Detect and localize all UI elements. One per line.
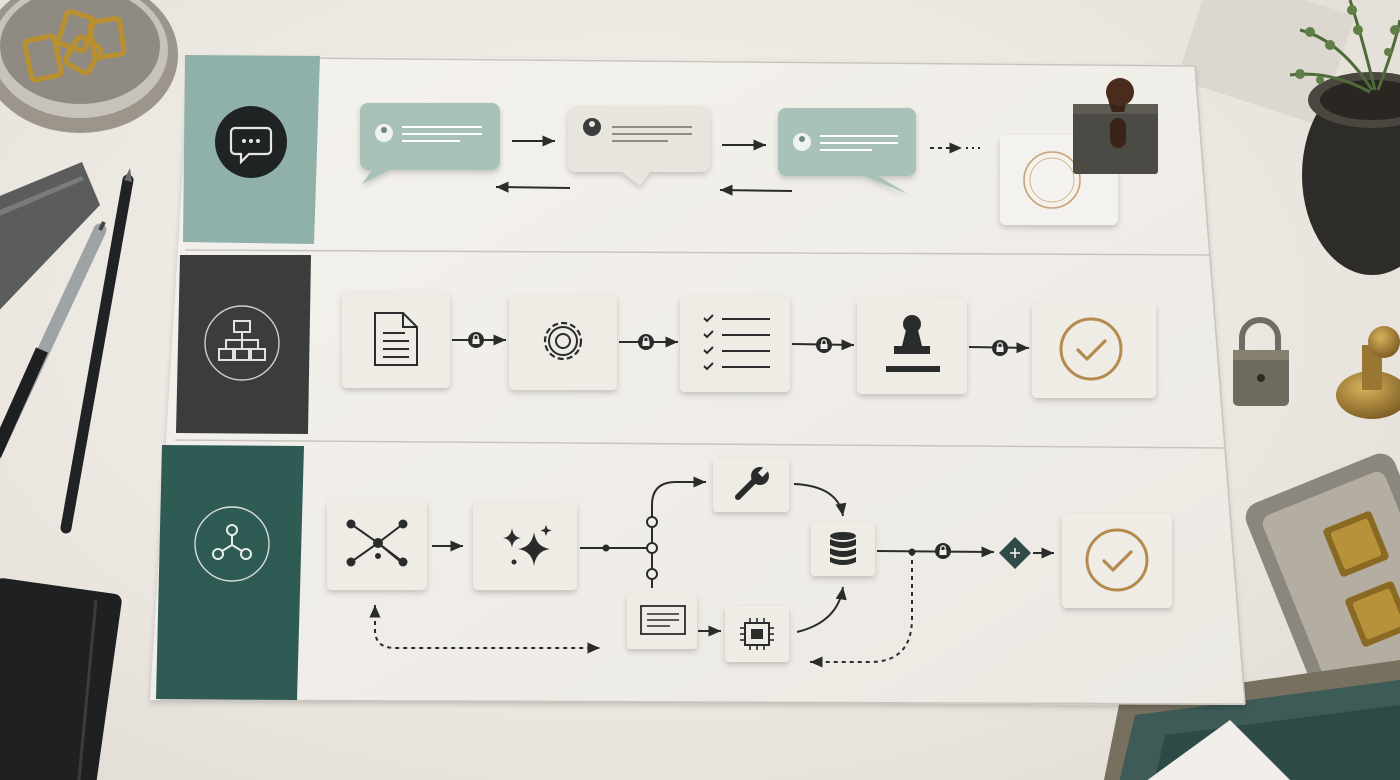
graph-icon[interactable] bbox=[327, 500, 427, 590]
check-circle-icon[interactable] bbox=[1062, 514, 1172, 608]
junction-dots bbox=[602, 516, 916, 580]
padlock bbox=[1233, 317, 1289, 406]
network-icon[interactable] bbox=[194, 506, 270, 582]
lane-dividers bbox=[159, 56, 1246, 705]
stamp-icon[interactable] bbox=[857, 298, 967, 394]
message-card-icon[interactable] bbox=[778, 108, 916, 194]
data-pipeline-lane bbox=[156, 445, 1172, 700]
lane-band bbox=[156, 445, 304, 700]
lock-icon bbox=[935, 543, 951, 559]
message-card-icon[interactable] bbox=[568, 106, 710, 186]
stamp-seal-icon[interactable] bbox=[1000, 78, 1158, 225]
stamp-tray bbox=[1245, 453, 1400, 727]
arrows-lane-3 bbox=[369, 476, 1054, 668]
ruler bbox=[0, 162, 100, 310]
paperclip-bowl bbox=[0, 0, 178, 133]
conversation-lane bbox=[183, 55, 1158, 244]
wrench-icon[interactable] bbox=[713, 458, 789, 512]
lock-icon bbox=[468, 332, 1008, 356]
notebook bbox=[0, 578, 122, 780]
plant-pot bbox=[1176, 0, 1400, 275]
brass-paperclips bbox=[22, 9, 127, 83]
sparkle-icon[interactable] bbox=[473, 502, 577, 590]
paper-stack bbox=[1104, 660, 1400, 780]
database-icon[interactable] bbox=[811, 522, 875, 576]
checklist-icon[interactable] bbox=[680, 296, 790, 392]
diamond-plus-icon[interactable] bbox=[999, 537, 1031, 569]
arrows-lane-1 bbox=[495, 135, 984, 196]
message-card-icon[interactable] bbox=[360, 103, 500, 184]
chip-icon[interactable] bbox=[725, 606, 789, 662]
form-icon[interactable] bbox=[627, 593, 697, 649]
pencils bbox=[0, 168, 134, 534]
approval-lane bbox=[176, 255, 1156, 434]
gear-icon[interactable] bbox=[509, 294, 617, 390]
check-circle-icon[interactable] bbox=[1032, 302, 1156, 398]
brass-stamp bbox=[1336, 326, 1400, 419]
chat-bubble-icon[interactable] bbox=[215, 106, 287, 178]
org-chart-icon[interactable] bbox=[204, 305, 280, 381]
lane-band bbox=[176, 255, 311, 434]
document-icon[interactable] bbox=[342, 292, 450, 388]
